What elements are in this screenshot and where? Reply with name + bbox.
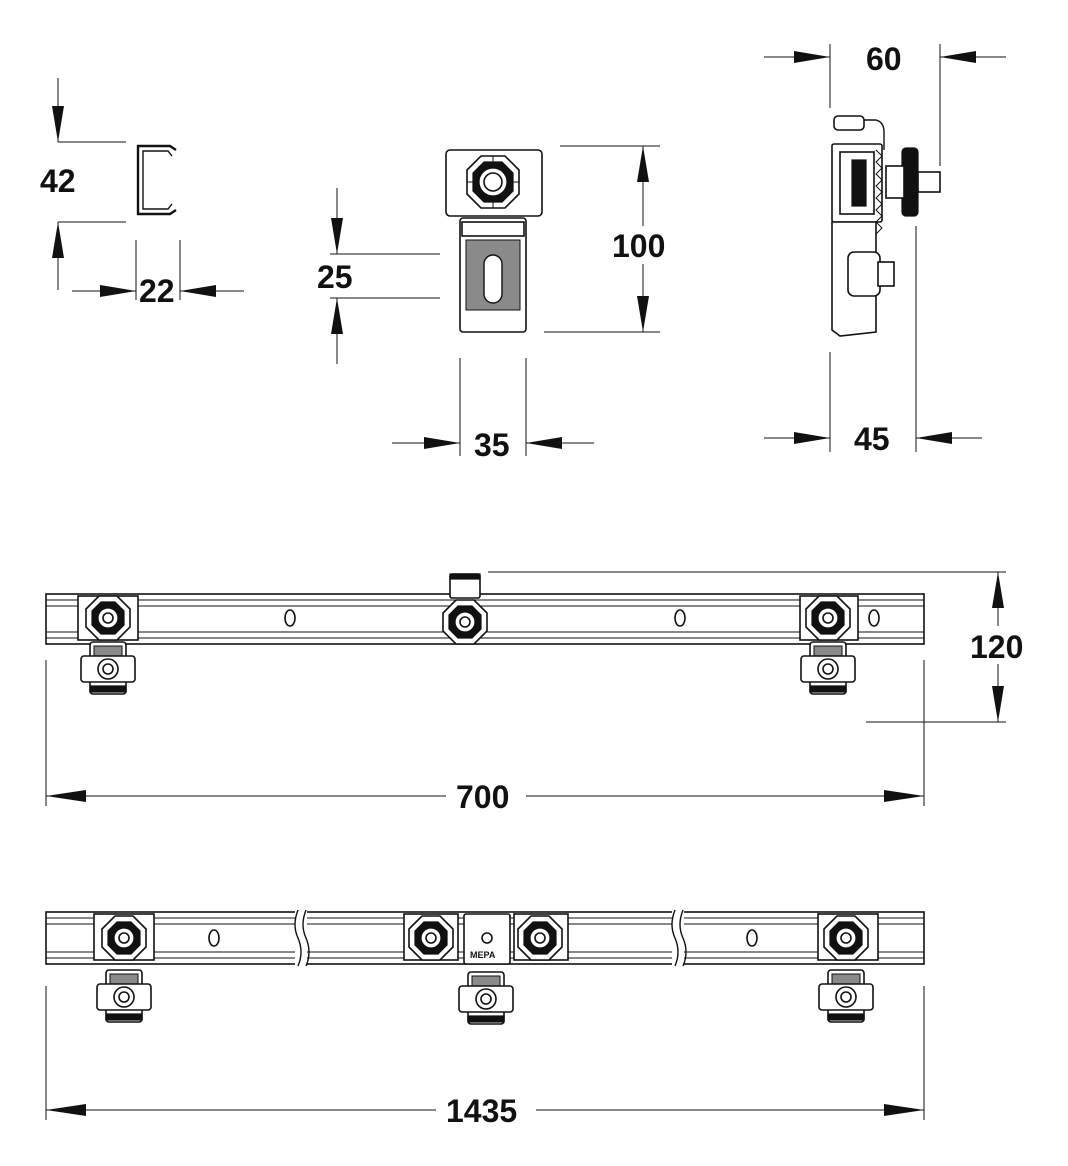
center-plate-hole bbox=[481, 932, 493, 944]
dim-label-clamp-slot: 25 bbox=[317, 259, 353, 295]
arrowhead bbox=[794, 51, 830, 63]
rail-break-mark bbox=[302, 909, 310, 967]
arrowhead bbox=[526, 437, 562, 449]
clamp-slot bbox=[483, 254, 503, 304]
rail-slot bbox=[868, 609, 880, 627]
dim-label-side-depth-top: 60 bbox=[866, 41, 902, 77]
arrowhead bbox=[52, 106, 64, 142]
rail-foot bbox=[818, 969, 874, 1023]
arrowhead bbox=[884, 1104, 924, 1116]
arrowhead bbox=[52, 222, 64, 258]
rail-slot bbox=[284, 609, 296, 627]
arrowhead bbox=[46, 790, 86, 802]
dim-label-channel-width: 22 bbox=[139, 273, 175, 309]
rail-foot bbox=[800, 641, 856, 695]
arrowhead bbox=[637, 146, 649, 182]
dim-label-channel-height: 42 bbox=[40, 163, 76, 199]
side-rosette-hub bbox=[885, 165, 905, 199]
side-bolt-head bbox=[877, 261, 895, 287]
arrowhead bbox=[992, 686, 1004, 722]
rail-foot bbox=[458, 971, 514, 1025]
side-pin bbox=[917, 171, 941, 193]
rail-slot bbox=[746, 929, 758, 947]
arrowhead bbox=[331, 298, 343, 334]
rail-rosette bbox=[442, 599, 488, 645]
arrowhead bbox=[992, 572, 1004, 608]
clamp-rosette bbox=[466, 155, 520, 209]
dim-label-side-depth-bottom: 45 bbox=[854, 421, 890, 457]
arrowhead bbox=[884, 790, 924, 802]
rail-slot bbox=[674, 609, 686, 627]
rail-rosette bbox=[101, 915, 147, 961]
rail-rosette bbox=[85, 595, 131, 641]
arrowhead bbox=[100, 285, 136, 297]
rail-rosette bbox=[823, 915, 869, 961]
rail-rosette bbox=[517, 915, 563, 961]
arrowhead bbox=[940, 51, 976, 63]
side-hook-tip bbox=[833, 115, 865, 131]
rail-foot bbox=[96, 969, 152, 1023]
dim-label-rail-height: 120 bbox=[970, 629, 1023, 665]
rail-rosette bbox=[805, 595, 851, 641]
channel-profile-view: 42 22 bbox=[40, 78, 244, 309]
rail-rosette bbox=[408, 915, 454, 961]
clamp-side-view: 60 45 bbox=[764, 41, 1006, 457]
dim-label-long-rail-length: 1435 bbox=[446, 1093, 517, 1129]
channel-profile-inner bbox=[142, 150, 173, 210]
arrowhead bbox=[916, 432, 952, 444]
rail-slot bbox=[208, 929, 220, 947]
dim-label-clamp-height: 100 bbox=[612, 228, 665, 264]
dim-label-clamp-width: 35 bbox=[474, 427, 510, 463]
arrowhead bbox=[794, 432, 830, 444]
side-hook bbox=[846, 119, 885, 150]
channel-profile bbox=[136, 144, 177, 216]
arrowhead bbox=[180, 285, 216, 297]
rail-break-mark bbox=[671, 909, 679, 967]
clamp-teeth bbox=[461, 221, 525, 237]
side-bolt-body bbox=[847, 251, 881, 297]
rail-break-mark bbox=[679, 909, 687, 967]
arrowhead bbox=[424, 437, 460, 449]
long-rail-view: MEPA 1435 bbox=[45, 908, 925, 1129]
side-serration bbox=[875, 149, 883, 235]
side-block bbox=[851, 159, 867, 207]
clamp-front-view: 100 25 35 bbox=[317, 145, 665, 463]
brand-label: MEPA bbox=[470, 950, 496, 960]
arrowhead bbox=[331, 218, 343, 254]
rail-foot bbox=[80, 641, 136, 695]
arrowhead bbox=[46, 1104, 86, 1116]
arrowhead bbox=[637, 296, 649, 332]
rail-break-mark bbox=[294, 909, 302, 967]
short-rail-view: 120 700 bbox=[45, 571, 1023, 815]
dim-label-short-rail-length: 700 bbox=[456, 779, 509, 815]
